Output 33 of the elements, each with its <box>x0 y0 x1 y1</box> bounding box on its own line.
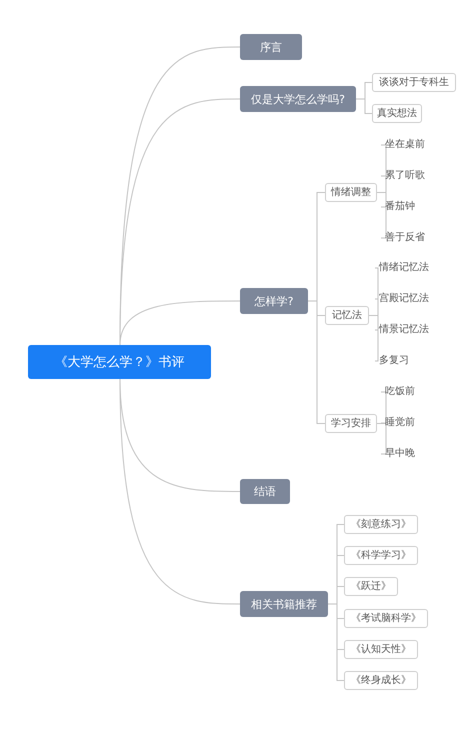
subtopic-box: 《考试脑科学》 <box>344 609 428 628</box>
subtopic-box: 学习安排 <box>325 414 377 433</box>
topic-box: 仅是大学怎么学吗? <box>240 86 356 112</box>
subtopic-label: 吃饭前 <box>385 384 423 400</box>
subtopic-box: 《终身成长》 <box>344 671 418 690</box>
connector-line <box>356 98 372 114</box>
subtopic-label: 番茄钟 <box>385 199 423 215</box>
topic-box: 怎样学? <box>240 288 308 314</box>
connector-line <box>120 300 240 346</box>
subtopic-box: 情绪调整 <box>325 183 377 202</box>
subtopic-box: 谈谈对于专科生 <box>372 73 456 92</box>
subtopic-label: 宫殿记忆法 <box>379 291 437 307</box>
connector-line <box>328 604 344 681</box>
connector-line <box>376 423 386 454</box>
subtopic-label: 善于反省 <box>385 230 433 246</box>
subtopic-label: 多复习 <box>379 353 417 369</box>
subtopic-label: 累了听歌 <box>385 168 433 184</box>
topic-box: 相关书籍推荐 <box>240 591 328 617</box>
subtopic-label: 睡觉前 <box>385 415 423 431</box>
subtopic-label: 坐在桌前 <box>385 137 433 153</box>
central-topic-box: 《大学怎么学？》书评 <box>28 345 211 379</box>
subtopic-label: 情绪记忆法 <box>379 260 437 276</box>
subtopic-label: 情景记忆法 <box>379 322 437 338</box>
subtopic-box: 《科学学习》 <box>344 546 418 565</box>
subtopic-box: 《跃迁》 <box>344 577 398 596</box>
topic-box: 结语 <box>240 479 290 504</box>
subtopic-box: 《刻意练习》 <box>344 515 418 534</box>
subtopic-box: 《认知天性》 <box>344 640 418 659</box>
subtopic-box: 真实想法 <box>372 104 422 123</box>
subtopic-box: 记忆法 <box>325 306 369 325</box>
topic-box: 序言 <box>240 34 302 60</box>
subtopic-label: 早中晚 <box>385 446 423 462</box>
connector-line <box>308 300 326 424</box>
